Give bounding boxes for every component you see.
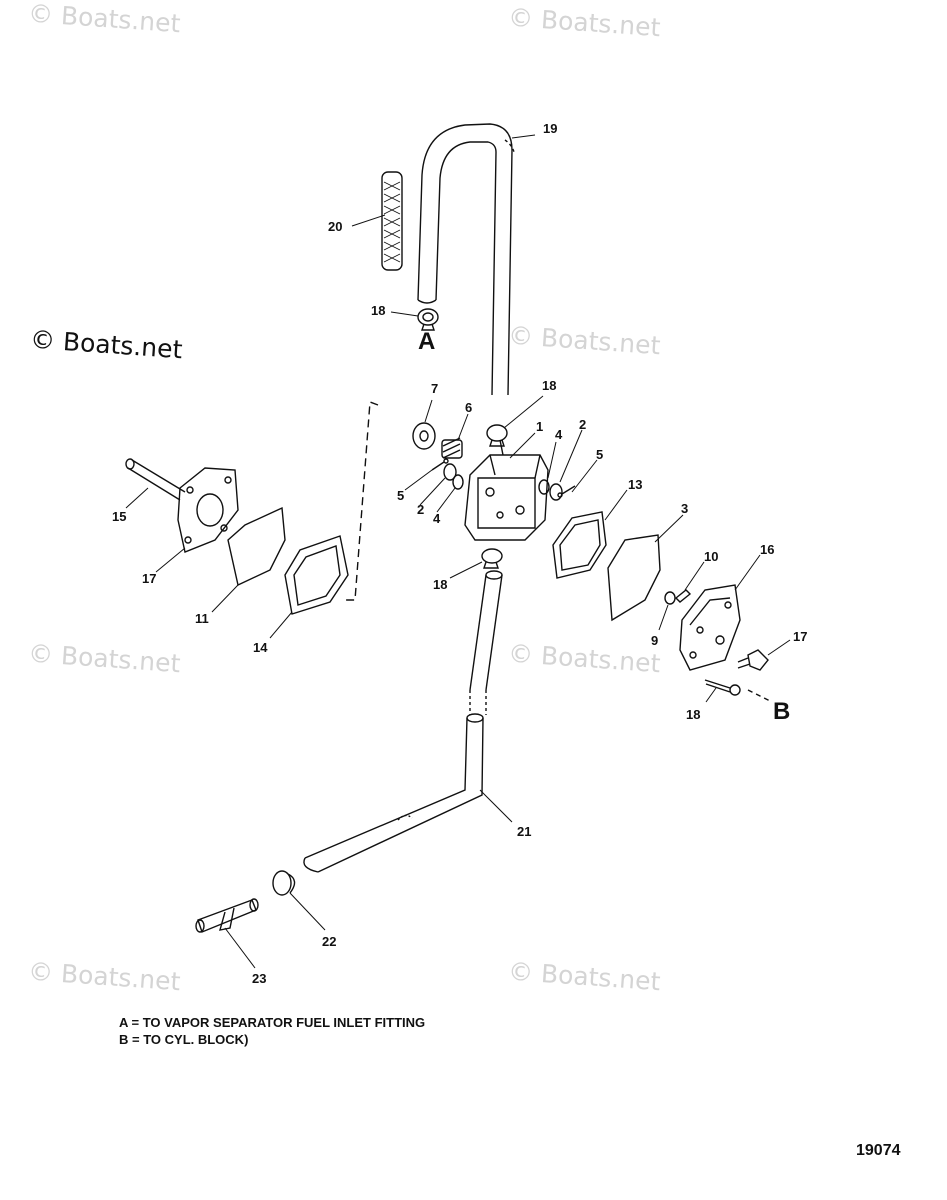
hose-clamp-18-upper (486, 424, 508, 447)
callout-18: 18 (542, 378, 557, 393)
connector-b-arrow (747, 689, 773, 703)
screw-9 (674, 589, 692, 603)
callout-17: 17 (142, 571, 157, 586)
screw-5-right (557, 485, 576, 498)
callout-18: 18 (371, 303, 386, 318)
callout-2: 2 (417, 502, 425, 517)
callout-19: 19 (543, 121, 558, 136)
callout-23: 23 (252, 971, 267, 986)
spring-6 (441, 437, 463, 459)
callout-4: 4 (433, 511, 441, 526)
legend-b: B = TO CYL. BLOCK) (119, 1032, 249, 1047)
callout-13: 15 (112, 509, 127, 524)
o-ring-4-left (452, 474, 464, 490)
hose-clamp-18-a (417, 308, 439, 331)
o-ring-4-right (538, 479, 550, 495)
washer-2-right (549, 483, 563, 501)
callout-6: 6 (465, 400, 473, 415)
figure-number: 19074 (856, 1142, 901, 1159)
hose-clamp-22 (272, 870, 296, 896)
check-valve-7 (412, 422, 436, 450)
gasket-11 (552, 511, 607, 579)
callout-22: 22 (322, 934, 337, 949)
callout-2: 2 (579, 417, 587, 432)
washer-2-left (443, 463, 457, 481)
legend-a: A = TO VAPOR SEPARATOR FUEL INLET FITTIN… (119, 1015, 426, 1030)
screw-5-left (431, 458, 449, 471)
callout-1: 1 (536, 419, 544, 434)
callout-9: 10 (704, 549, 719, 564)
callout-5: 5 (596, 447, 604, 462)
washer-8 (664, 591, 676, 605)
tee-fitting-23 (195, 898, 259, 933)
callout-10: 11 (195, 611, 209, 626)
pump-body-1 (464, 439, 549, 541)
callout-14: 16 (760, 542, 775, 557)
callout-21: 21 (517, 824, 532, 839)
assembly-dashed-guide (345, 401, 379, 601)
callout-5: 5 (397, 488, 405, 503)
callout-16: 18 (686, 707, 701, 722)
nipple-13 (125, 458, 186, 501)
callout-11: 13 (628, 477, 643, 492)
callout-7: 7 (431, 381, 439, 396)
callout-4: 4 (555, 427, 563, 442)
callout-3: 3 (681, 501, 689, 516)
fuel-hose-21 (303, 570, 503, 873)
hose-sleeve-20 (381, 171, 403, 271)
fuel-hose-19 (417, 123, 515, 396)
diaphragm-10 (227, 506, 286, 587)
flange-17 (177, 467, 239, 553)
connector-b: B (773, 698, 791, 725)
fitting-15 (737, 649, 769, 671)
pump-cover-14 (679, 584, 741, 671)
diaphragm-3 (607, 534, 661, 622)
screw-16 (704, 679, 741, 696)
callout-20: 20 (328, 219, 343, 234)
leader-lines (125, 134, 791, 969)
callout-12: 14 (253, 640, 268, 655)
callout-18: 18 (433, 577, 448, 592)
gasket-12 (284, 535, 349, 615)
connector-a: A (418, 328, 436, 355)
callout-15: 17 (793, 629, 808, 644)
callout-8: 9 (651, 633, 659, 648)
hose-clamp-18-lower (481, 548, 503, 569)
